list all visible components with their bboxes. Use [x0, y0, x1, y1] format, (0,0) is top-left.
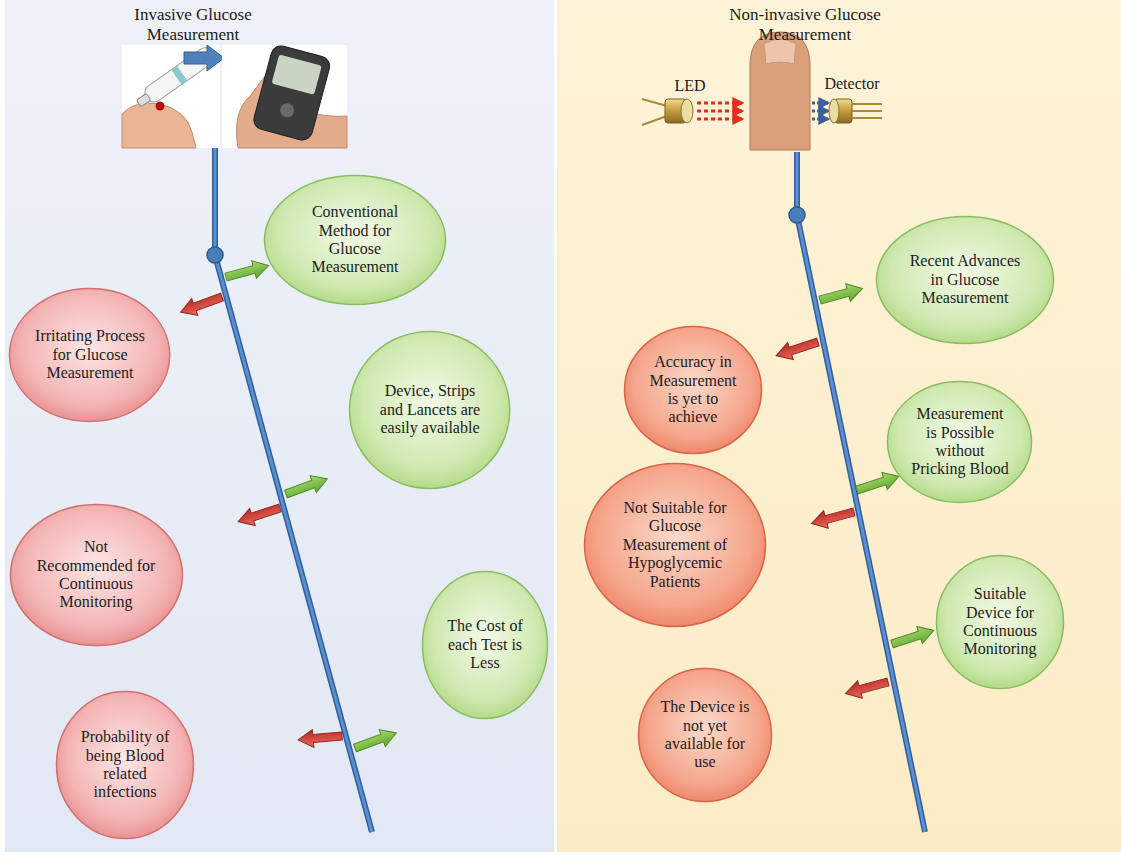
ellipse-text: Measurement is Possible without Pricking…	[910, 405, 1010, 479]
ellipse-shape	[585, 464, 766, 627]
drawback-ellipse: The Device is not yet available for use	[637, 667, 773, 803]
ellipse-text: Irritating Process for Glucose Measureme…	[34, 327, 145, 382]
light-ray	[697, 102, 742, 105]
panel-heading: Invasive Glucose Measurement	[111, 0, 276, 44]
ellipse-shape	[265, 176, 446, 305]
detector-window	[829, 99, 839, 123]
ellipse-shape	[10, 505, 182, 646]
finger-shape	[750, 32, 810, 150]
advantage-ellipse: Measurement is Possible without Pricking…	[886, 380, 1033, 504]
con-arrow	[297, 727, 342, 749]
timeline-dot	[789, 207, 805, 223]
pro-arrow	[854, 468, 901, 499]
blood-drop	[156, 102, 165, 111]
ellipse-text: Not Suitable for Glucose Measurement of …	[612, 499, 737, 591]
light-ray	[812, 110, 828, 113]
ellipse-shape	[877, 217, 1054, 344]
panel-band: Invasive Glucose MeasurementConventional…	[5, 0, 554, 852]
pro-arrow	[283, 470, 331, 502]
ellipse-shape	[10, 289, 170, 422]
advantage-ellipse: Conventional Method for Glucose Measurem…	[263, 174, 447, 306]
ellipse-shape	[888, 382, 1032, 503]
lancet-band	[171, 66, 187, 85]
light-ray	[697, 110, 742, 113]
advantage-ellipse: The Cost of each Test is Less	[421, 570, 549, 720]
led-lens	[681, 99, 693, 123]
component-label: LED	[674, 77, 705, 95]
con-arrow	[178, 289, 226, 321]
ellipse-text: Conventional Method for Glucose Measurem…	[292, 203, 417, 277]
meter-button	[279, 102, 296, 119]
panel-heading: Non-invasive Glucose Measurement	[718, 0, 893, 44]
con-arrow	[809, 503, 856, 532]
component-label: Detector	[824, 75, 879, 93]
detector-leads	[852, 104, 882, 118]
led-leads	[642, 99, 667, 125]
meter-body	[252, 44, 332, 143]
drawback-ellipse: Not Recommended for Continuous Monitorin…	[9, 503, 184, 647]
ellipse-text: Probability of being Blood related infec…	[77, 728, 172, 802]
ellipse-shape	[937, 556, 1064, 689]
drawback-ellipse: Irritating Process for Glucose Measureme…	[8, 287, 171, 423]
ellipse-text: The Cost of each Test is Less	[441, 617, 528, 672]
con-arrow	[773, 333, 820, 364]
ellipse-shape	[57, 692, 194, 839]
drawback-ellipse: Accuracy in Measurement is yet to achiev…	[623, 325, 763, 455]
advantage-ellipse: Device, Strips and Lancets are easily av…	[348, 330, 511, 490]
pro-arrow	[889, 622, 936, 653]
flow-arrow	[184, 45, 224, 71]
pro-arrow	[818, 280, 865, 309]
pro-arrow	[352, 724, 400, 756]
ellipse-text: Suitable Device for Continuous Monitorin…	[956, 585, 1044, 659]
con-arrow	[843, 673, 890, 702]
advantage-ellipse: Suitable Device for Continuous Monitorin…	[935, 554, 1065, 690]
drawback-ellipse: Probability of being Blood related infec…	[55, 690, 195, 840]
ellipse-text: Not Recommended for Continuous Monitorin…	[37, 538, 156, 612]
meter-screen	[272, 54, 322, 94]
timeline-dot	[207, 247, 223, 263]
pro-arrow	[224, 257, 271, 286]
ellipse-text: Accuracy in Measurement is yet to achiev…	[645, 353, 740, 427]
con-arrow	[235, 499, 282, 530]
light-ray	[812, 118, 828, 121]
light-ray	[697, 118, 742, 121]
ellipse-text: Device, Strips and Lancets are easily av…	[374, 382, 485, 437]
ellipse-text: Recent Advances in Glucose Measurement	[904, 252, 1026, 307]
drawback-ellipse: Not Suitable for Glucose Measurement of …	[583, 462, 767, 628]
lancet-tip	[136, 93, 150, 106]
ellipse-shape	[639, 669, 772, 802]
ellipse-shape	[350, 332, 510, 489]
advantage-ellipse: Recent Advances in Glucose Measurement	[875, 215, 1055, 345]
panel-band: Non-invasive Glucose MeasurementRecent A…	[557, 0, 1121, 852]
glucose-meter	[252, 44, 332, 143]
ellipse-shape	[423, 572, 548, 719]
ellipse-shape	[625, 327, 762, 454]
ellipse-text: The Device is not yet available for use	[659, 698, 751, 772]
light-ray	[812, 102, 828, 105]
